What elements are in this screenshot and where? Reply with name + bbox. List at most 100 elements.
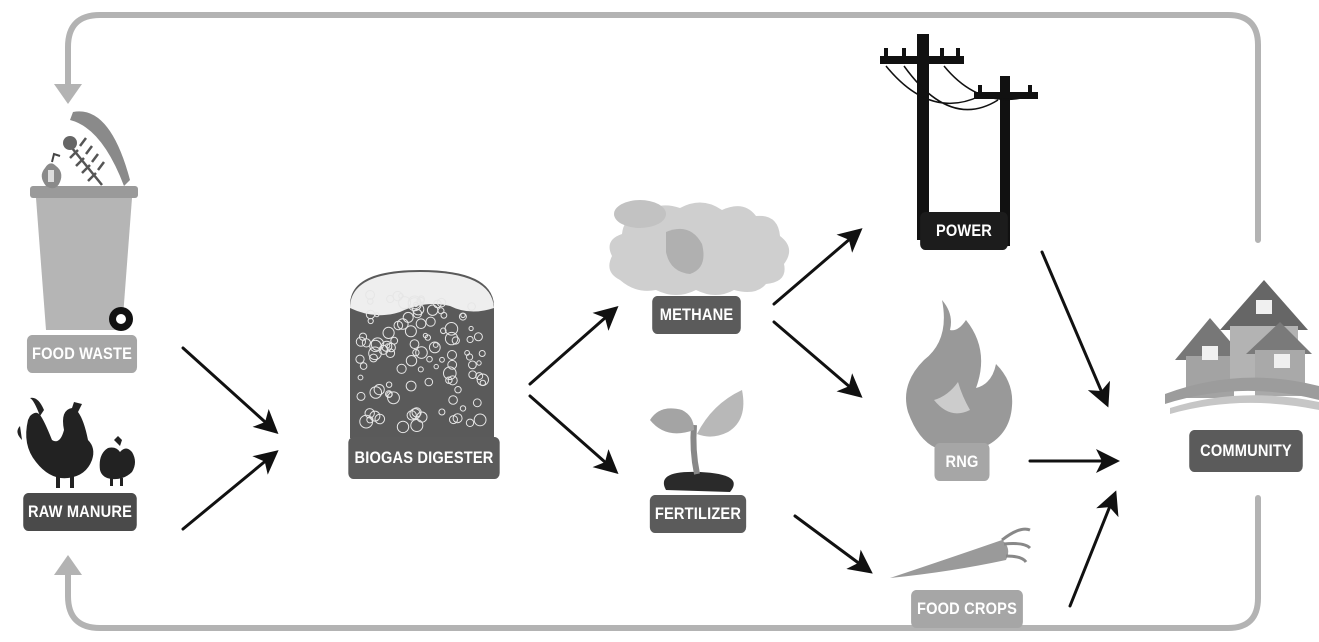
bubble [473,413,487,427]
bubble [426,355,433,363]
bubble [432,342,439,348]
bubble [447,375,458,386]
bubble [396,420,410,434]
bubble [479,379,486,387]
bubble [415,346,428,359]
sprout-icon [650,390,744,492]
bubble [385,343,391,349]
bubble [355,336,366,347]
bubble [440,311,448,319]
bubble [472,398,482,408]
label-rng: RNG [934,443,990,481]
bubble [454,386,462,394]
carrot-icon [890,527,1032,578]
bubble [404,325,417,338]
bubble [433,363,439,370]
bubble [370,337,385,351]
bubble [448,395,458,405]
bubble [475,372,484,381]
bubble [417,366,424,373]
bubble [367,317,374,325]
bubble [373,384,385,396]
bubble [385,390,393,399]
bubble [365,290,376,300]
bubble [367,298,374,305]
bubble [451,336,460,345]
bubble [356,391,366,401]
bubble [464,350,471,356]
bubble [425,316,436,327]
bubble [387,391,400,405]
power-pole-icon [880,34,1038,246]
bubble [413,301,419,308]
bubble [412,308,423,319]
chickens-icon [17,397,135,488]
bubble [369,410,381,422]
houses-icon [1165,280,1319,414]
digester-tank-icon [350,270,494,438]
bubble [368,346,382,361]
bubble [445,376,453,384]
label-biogas-digester: BIOGAS DIGESTER [348,437,500,479]
bubble [443,366,457,381]
bubble [444,331,459,346]
loop-arrowhead-top [54,84,82,104]
bubble [465,418,475,427]
flow-arrows [181,228,1120,608]
bubble [438,408,446,416]
bubble [466,335,474,344]
bubble [359,362,368,370]
trash-bin-icon [30,111,138,331]
bubble [422,332,428,339]
bubble [447,350,457,360]
bubble [386,294,395,304]
bubble [398,293,404,299]
label-power: POWER [920,212,1008,250]
bubble [409,339,420,350]
label-fertilizer: FERTILIZER [649,495,747,533]
bubble [397,318,409,330]
bubble [393,320,404,331]
bubble [436,297,447,308]
label-food-waste: FOOD WASTE [26,335,138,373]
bubble [444,322,459,336]
bubble [398,296,412,310]
bubble [467,302,476,311]
label-food-crops: FOOD CROPS [911,590,1023,628]
bubble [385,381,393,388]
flame-icon [906,300,1013,448]
bubble [428,341,441,354]
bubble [407,295,422,310]
bubble [473,332,483,342]
bubble [424,377,434,387]
gas-cloud-icon [609,200,790,295]
bubble [364,408,375,419]
digester-bubbles [355,290,489,434]
bubble [381,340,393,352]
bubble [426,304,439,316]
bubble [355,354,365,364]
bubble [369,353,378,363]
bubble [357,374,364,381]
loop-arrow [65,12,1261,631]
label-raw-manure: RAW MANURE [23,493,137,531]
label-methane: METHANE [652,296,741,334]
loop-arrowhead-bottom [54,555,82,575]
bubble [369,339,382,353]
bubble [468,360,477,370]
bubble [382,326,395,339]
bubble [468,325,474,332]
bubble [390,336,399,345]
bubble [458,312,467,321]
bubble [449,415,458,425]
bubble [385,348,396,359]
bubble [440,327,447,335]
bubble [369,386,383,399]
bubble [396,363,407,374]
bubble [410,419,424,432]
bubble [405,355,418,367]
bubble [478,350,486,357]
label-community: COMMUNITY [1189,430,1303,472]
bubble [406,410,417,421]
